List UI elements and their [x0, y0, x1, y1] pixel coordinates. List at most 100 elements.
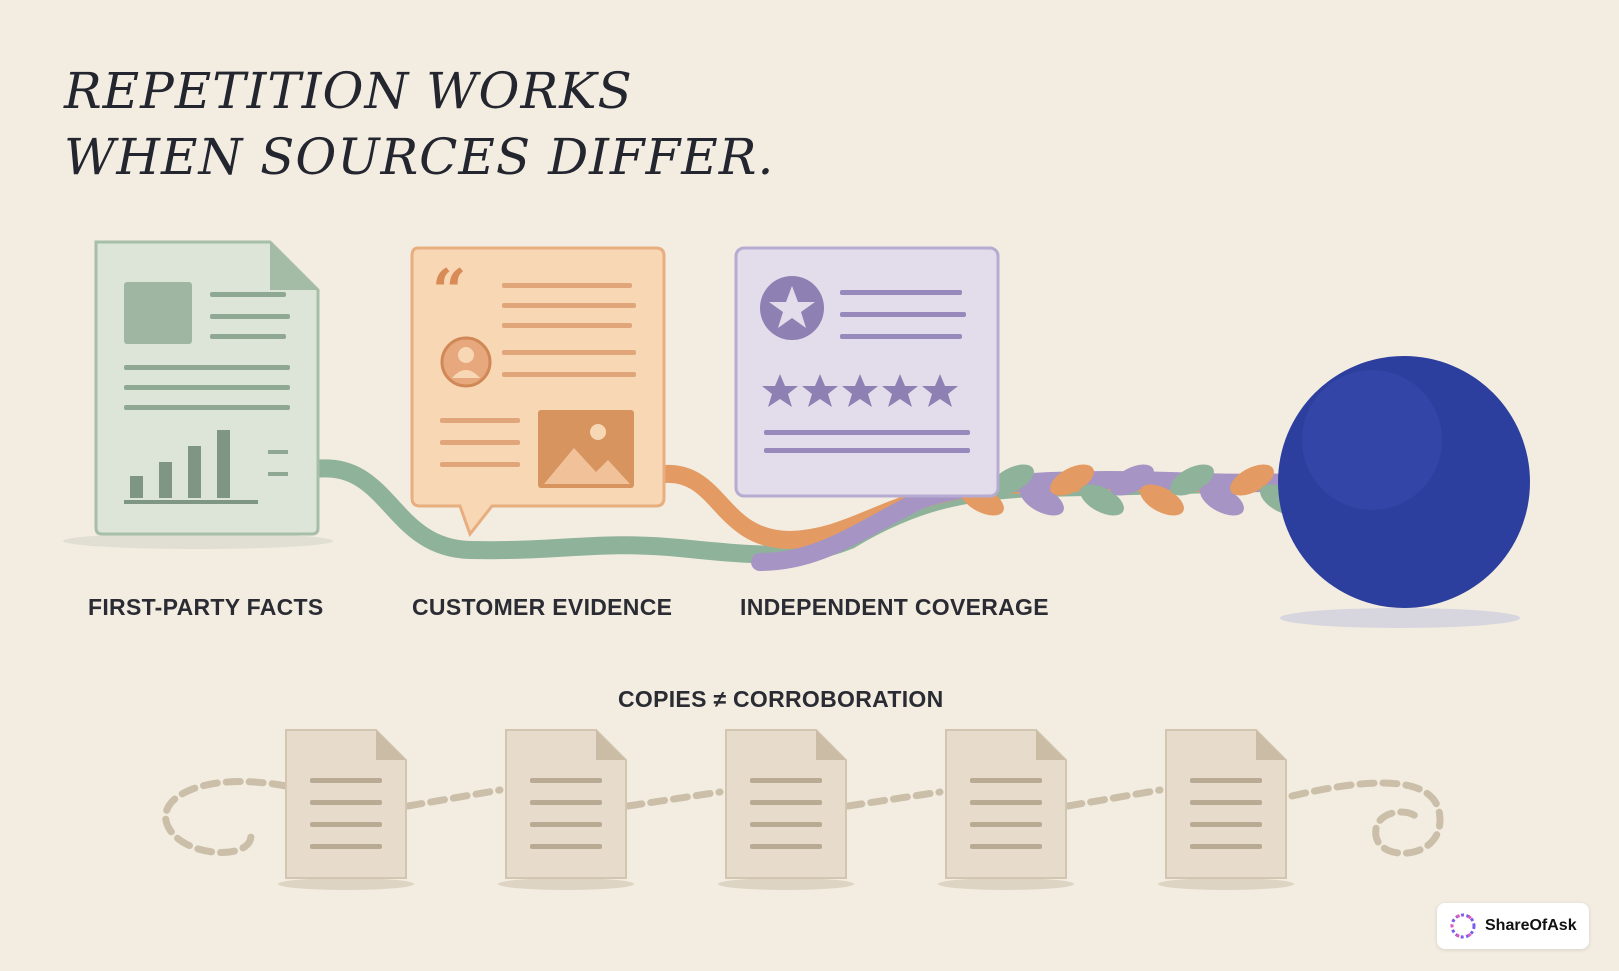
text-line	[310, 844, 382, 849]
star-icon	[882, 374, 918, 407]
shadow	[938, 878, 1074, 890]
bar-icon	[130, 476, 143, 498]
text-line	[440, 462, 520, 467]
star-icon	[769, 286, 815, 328]
sphere-highlight	[1302, 370, 1442, 510]
chart-baseline	[124, 500, 258, 504]
headline: REPETITION WORKS WHEN SOURCES DIFFER.	[64, 58, 774, 190]
text-line	[530, 822, 602, 827]
text-line	[1190, 800, 1262, 805]
star-icon	[762, 374, 798, 407]
bar-icon	[217, 430, 230, 498]
text-line	[750, 822, 822, 827]
text-line	[210, 292, 286, 297]
brand-badge[interactable]: ShareOfAsk	[1437, 903, 1589, 949]
bar-icon	[159, 462, 172, 498]
braid-segment	[1050, 464, 1094, 496]
text-line	[502, 350, 636, 355]
avatar-shoulders	[452, 370, 480, 378]
copies-chain	[162, 778, 1444, 857]
shadow	[278, 878, 414, 890]
text-line	[840, 290, 962, 295]
text-line	[750, 800, 822, 805]
customer-evidence-label: CUSTOMER EVIDENCE	[412, 594, 673, 620]
independent-coverage-label: INDEPENDENT COVERAGE	[740, 594, 1049, 620]
text-line	[970, 778, 1042, 783]
chain-link	[844, 788, 944, 810]
text-line	[764, 430, 970, 435]
text-line	[1190, 778, 1262, 783]
brand-name: ShareOfAsk	[1485, 917, 1577, 934]
chain-link	[624, 788, 724, 810]
text-line	[840, 312, 966, 317]
star-icon	[802, 374, 838, 407]
copy-document	[1158, 729, 1294, 890]
image-sun	[590, 424, 606, 440]
text-line	[502, 323, 632, 328]
first-party-facts-card	[94, 240, 320, 536]
braid-segment	[1080, 484, 1124, 516]
text-line	[1190, 844, 1262, 849]
braid-segment	[1230, 464, 1274, 496]
text-line	[124, 385, 290, 390]
brand-logo-icon	[1450, 913, 1476, 939]
folded-corner	[1256, 730, 1286, 760]
folded-corner	[816, 730, 846, 760]
braid-segment	[1140, 484, 1184, 516]
folded-corner	[1036, 730, 1066, 760]
text-line	[750, 844, 822, 849]
copy-document	[278, 729, 414, 890]
braid-segment	[1020, 484, 1064, 516]
text-line	[124, 405, 290, 410]
folded-corner	[596, 730, 626, 760]
text-line	[502, 283, 632, 288]
text-line	[970, 800, 1042, 805]
text-line	[268, 450, 288, 454]
text-line	[502, 303, 636, 308]
quote-icon: “	[432, 257, 467, 327]
braid-segment	[990, 464, 1034, 496]
shadow	[1158, 878, 1294, 890]
chain-loop-left	[162, 778, 290, 856]
copies-row	[278, 729, 1294, 890]
text-line	[210, 334, 286, 339]
text-line	[1190, 822, 1262, 827]
customer-evidence-card: “	[410, 246, 666, 538]
headline-line-2: WHEN SOURCES DIFFER.	[64, 128, 775, 186]
braid-segment	[1170, 464, 1214, 496]
braid-segment	[1200, 484, 1244, 516]
avatar-head	[458, 347, 474, 363]
folded-corner	[270, 242, 318, 290]
copy-document	[938, 729, 1074, 890]
chain-loop-right	[1288, 779, 1444, 857]
star-icon	[842, 374, 878, 407]
chain-link	[404, 786, 504, 810]
star-icon	[922, 374, 958, 407]
copy-document	[718, 729, 854, 890]
text-line	[970, 844, 1042, 849]
shadow	[63, 533, 333, 549]
copy-document	[498, 729, 634, 890]
text-line	[970, 822, 1042, 827]
first-party-facts-label: FIRST-PARTY FACTS	[88, 594, 324, 620]
folded-corner	[376, 730, 406, 760]
text-line	[210, 314, 290, 319]
text-line	[840, 334, 962, 339]
chain-link	[1064, 786, 1164, 810]
shadow	[1280, 608, 1520, 628]
independent-coverage-card	[734, 246, 1000, 498]
text-line	[764, 448, 970, 453]
text-line	[124, 365, 290, 370]
text-line	[310, 822, 382, 827]
copies-caption: COPIES ≠ CORROBORATION	[618, 686, 944, 712]
braid-segment	[1110, 464, 1154, 496]
text-line	[530, 800, 602, 805]
text-line	[440, 440, 520, 445]
text-line	[502, 372, 636, 377]
bar-icon	[188, 446, 201, 498]
image-mountain	[544, 448, 630, 484]
text-line	[310, 800, 382, 805]
shadow	[718, 878, 854, 890]
text-line	[530, 778, 602, 783]
